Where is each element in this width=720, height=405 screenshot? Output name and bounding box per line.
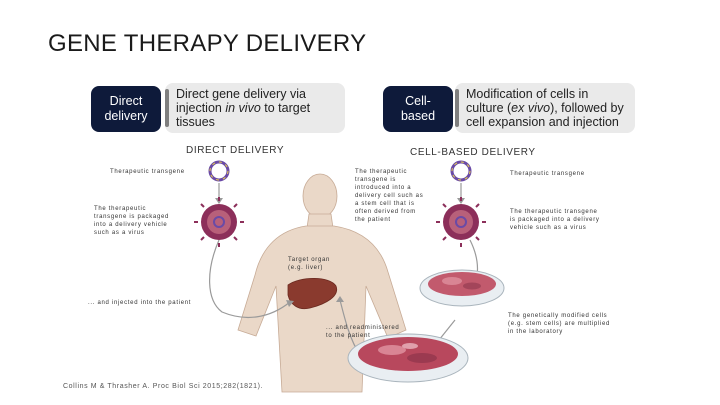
cell-description-pre: Modification of cells in culture (: [466, 87, 589, 115]
expanded-cells-dish: [347, 333, 469, 383]
cell-based-delivery-heading: CELL-BASED DELIVERY: [410, 147, 536, 158]
cell-description-post: ), followed by cell expansion and inject…: [466, 101, 624, 129]
direct-accent-bar: [165, 89, 169, 127]
label-packaged-right: The therapeutic transgene is packaged in…: [510, 209, 600, 231]
arrow-virus-to-patient-left: [209, 239, 291, 319]
cell-based-label: Cell-based: [400, 94, 436, 123]
direct-description-post: to target tissues: [176, 101, 311, 129]
cell-based-description: Modification of cells in culture (ex viv…: [455, 83, 635, 133]
virus-vehicle-left: [194, 197, 244, 247]
cell-based-badge: Cell-based: [383, 86, 453, 132]
direct-description-pre: Direct gene delivery via injection: [176, 87, 306, 115]
label-packaged-left: The therapeutic transgene is packaged in…: [94, 206, 170, 236]
arrowhead-left-patient: [286, 300, 294, 307]
arrowhead-readminister: [336, 296, 344, 302]
virus-vehicle-right: [436, 197, 486, 247]
cell-accent-bar: [455, 89, 459, 127]
label-injected: ... and injected into the patient: [88, 300, 192, 306]
cell-description-em: ex vivo: [511, 101, 551, 115]
direct-delivery-description: Direct gene delivery via injection in vi…: [165, 83, 345, 133]
label-therapeutic-transgene-right: Therapeutic transgene: [510, 171, 585, 177]
label-therapeutic-transgene-left: Therapeutic transgene: [110, 169, 185, 175]
cell-culture-dish: [419, 269, 505, 307]
citation: Collins M & Thrasher A. Proc Biol Sci 20…: [63, 383, 264, 390]
label-target-organ: Target organ (e.g. liver): [288, 257, 331, 271]
direct-description-em: in vivo: [225, 101, 261, 115]
dna-plasmid-right: [450, 160, 472, 182]
direct-delivery-heading: DIRECT DELIVERY: [186, 145, 285, 156]
direct-delivery-label: Direct delivery: [104, 94, 148, 123]
label-multiplied: The genetically modified cells (e.g. ste…: [508, 313, 611, 335]
page-title: GENE THERAPY DELIVERY: [48, 30, 367, 57]
dna-plasmid-left: [208, 160, 230, 182]
label-introduced-cells: The therapeutic transgene is introduced …: [355, 169, 424, 223]
label-readministered: ... and readministered to the patient: [326, 325, 400, 339]
liver-organ: [287, 277, 338, 310]
direct-delivery-badge: Direct delivery: [91, 86, 161, 132]
patient-figure: [237, 173, 407, 393]
